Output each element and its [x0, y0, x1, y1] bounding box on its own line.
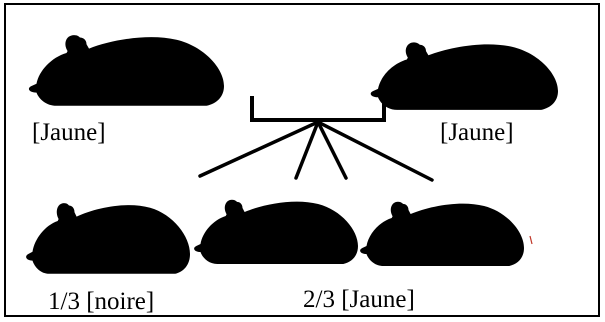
descent-line-4 [316, 120, 434, 182]
descent-line-1 [198, 120, 320, 178]
descent-line-2 [294, 120, 320, 180]
stray-mark [529, 235, 533, 245]
parent-left-label: [Jaune] [32, 119, 106, 146]
offspring-rat-yellow-1 [194, 199, 373, 288]
parent-rat-left [28, 35, 242, 132]
descent-lines [198, 120, 434, 182]
parent-right-label: [Jaune] [440, 119, 514, 146]
offspring-yellow-label: 2/3 [Jaune] [303, 286, 415, 313]
cross-bracket [250, 96, 386, 122]
offspring-rat-yellow-2 [360, 201, 539, 290]
offspring-black-label: 1/3 [noire] [48, 288, 155, 315]
descent-line-3 [316, 120, 348, 180]
offspring-rat-black [26, 203, 205, 300]
